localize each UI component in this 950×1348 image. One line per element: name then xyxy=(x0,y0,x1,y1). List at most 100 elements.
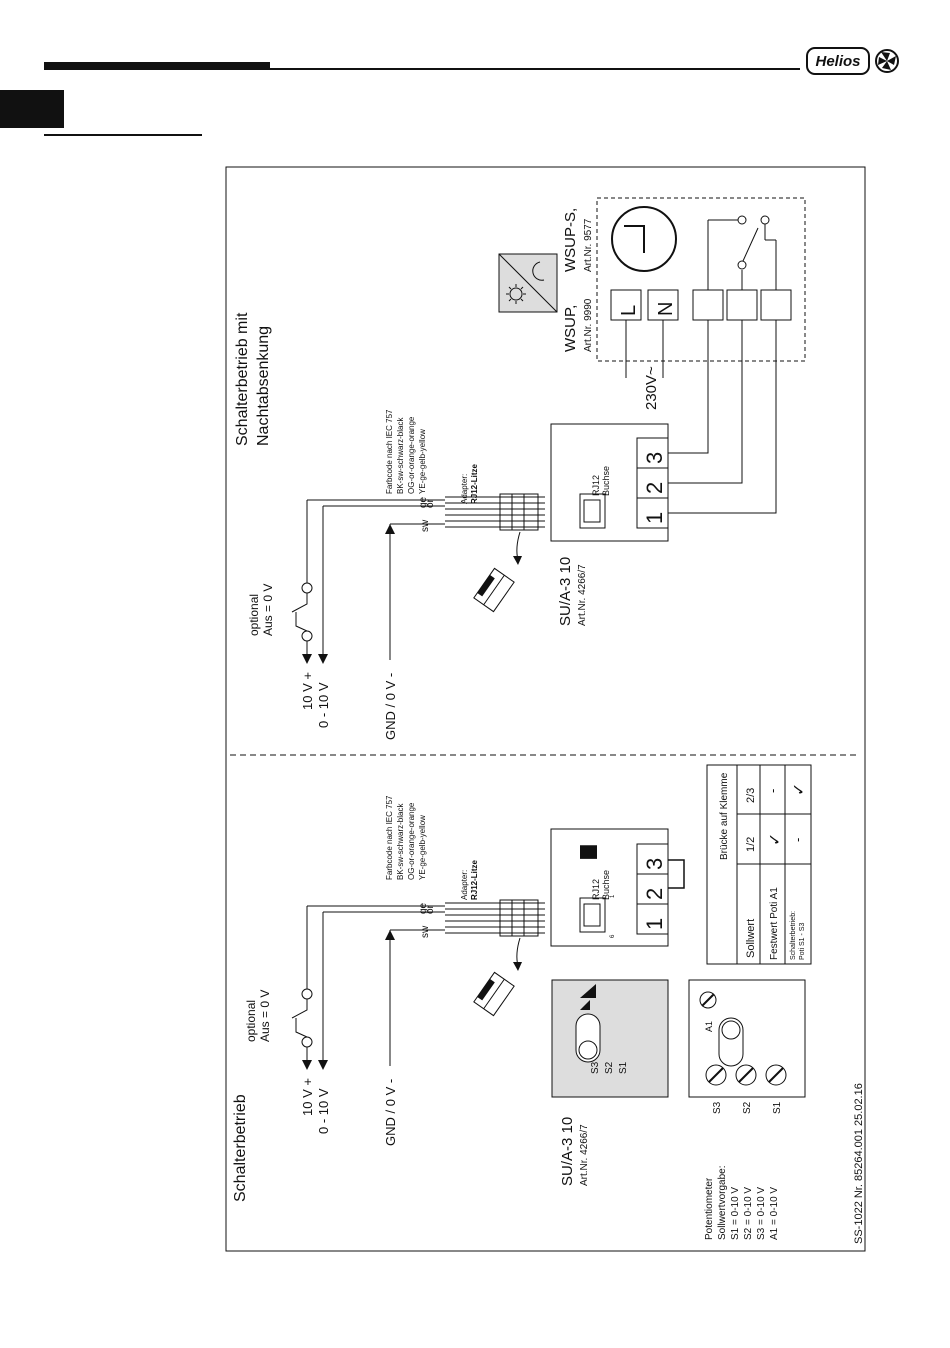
timer-art-wsup: Art.Nr. 9990 xyxy=(583,298,594,352)
helios-logo: Helios xyxy=(806,47,870,75)
table-row2-23: ✓ xyxy=(791,783,808,796)
helios-fan-icon xyxy=(875,49,899,73)
right-color-code-3: OG-or-orange-orange xyxy=(407,416,416,494)
chapter-tab-block xyxy=(0,90,64,128)
svg-text:Potentiometer: Potentiometer xyxy=(704,1177,715,1240)
left-wire-label-ge: ge xyxy=(418,902,429,914)
right-signal-label-2: 0 - 10 V xyxy=(316,682,331,728)
right-terminal-1: 1 xyxy=(642,512,667,524)
right-adapter-label-2: RJ12-Litze xyxy=(470,463,479,504)
right-terminal-3: 3 xyxy=(642,452,667,464)
right-switch-label: optional xyxy=(247,594,261,636)
left-signal-label: 10 V + xyxy=(300,1078,315,1116)
left-terminal-bridge xyxy=(668,859,685,889)
slider-label-s3: S3 xyxy=(590,1061,601,1074)
left-color-code-2: BK-sw-schwarz-black xyxy=(396,803,405,880)
right-rj12-label-2: Buchse xyxy=(601,466,611,496)
clock-icon xyxy=(611,206,677,272)
left-wire-label-or: or xyxy=(425,904,436,914)
header-thick-rule xyxy=(44,62,270,70)
terminal-L-label: L xyxy=(618,305,640,316)
svg-text:S1 = 0-10 V: S1 = 0-10 V xyxy=(730,1187,741,1240)
table-row-schalter: Schalterbetrieb: xyxy=(790,911,797,960)
three-stage-slider xyxy=(575,845,601,1063)
slider-label-s2: S2 xyxy=(604,1061,615,1074)
voltage-label: 230V~ xyxy=(643,366,660,410)
right-device-name: SU/A-3 10 xyxy=(557,557,574,626)
right-wire-label-sw: sw xyxy=(420,519,431,532)
right-panel-title-2: Nachtabsenkung xyxy=(255,326,272,446)
table-row-festwert: Festwert Poti A1 xyxy=(769,887,780,960)
timer-terminal-b xyxy=(726,289,758,321)
timer-art-wsups: Art.Nr. 9577 xyxy=(583,218,594,272)
right-rj12-label: RJ12 xyxy=(591,475,601,496)
terminal-N xyxy=(647,289,679,321)
left-device-art: Art.Nr. 4266/7 xyxy=(579,1124,590,1186)
right-color-code-2: BK-sw-schwarz-black xyxy=(396,417,405,494)
timer-internal-switch xyxy=(707,215,777,290)
left-switch-label: optional xyxy=(244,1000,258,1042)
right-wire-label-or: or xyxy=(425,498,436,508)
left-rj12-plug xyxy=(473,971,515,1017)
left-gnd-label: GND / 0 V - xyxy=(383,1079,398,1146)
pot-a1-icon xyxy=(699,991,717,1009)
svg-text:Sollwertvorgabe:: Sollwertvorgabe: xyxy=(717,1166,728,1240)
right-optional-switch xyxy=(291,582,313,642)
left-terminal-1: 1 xyxy=(642,918,667,930)
terminal-N-label: N xyxy=(655,302,677,316)
left-panel-title: Schalterbetrieb xyxy=(232,1094,249,1202)
day-night-icon xyxy=(498,253,558,313)
diagram-frame xyxy=(225,166,866,1252)
right-wire-label-ge: ge xyxy=(418,496,429,508)
left-rj12-label-2: Buchse xyxy=(601,870,611,900)
right-color-code: Farbcode nach IEC 757 xyxy=(385,409,394,494)
right-device-box xyxy=(550,423,669,542)
right-panel-title: Schalterbetrieb mit xyxy=(234,312,251,446)
timer-terminal-a xyxy=(692,289,724,321)
left-adapter-label: Adapter: xyxy=(460,870,469,900)
left-adapter-label-2: RJ12-Litze xyxy=(470,859,479,900)
left-device-name: SU/A-3 10 xyxy=(559,1117,576,1186)
right-rj12-plug xyxy=(473,567,515,613)
right-color-code-4: YE-ge-gelb-yellow xyxy=(418,429,427,494)
pot-label-a1: A1 xyxy=(704,1021,714,1032)
right-device-art: Art.Nr. 4266/7 xyxy=(577,564,588,626)
table-row1-23: - xyxy=(765,789,780,793)
left-signal-label-2: 0 - 10 V xyxy=(316,1088,331,1134)
doc-number: SS-1022 Nr. 85264.001 25.02.16 xyxy=(853,1083,865,1244)
pot-s2-icon xyxy=(735,1064,757,1086)
slider-switch-box xyxy=(551,979,669,1098)
left-color-code-4: YE-ge-gelb-yellow xyxy=(418,815,427,880)
chapter-tab-rule xyxy=(44,134,202,136)
right-timer-wires xyxy=(668,320,777,514)
right-terminal-2: 2 xyxy=(642,482,667,494)
table-row1-12: ✓ xyxy=(767,833,784,846)
mains-wires xyxy=(625,320,664,378)
timer-name-wsup: WSUP, xyxy=(562,305,579,352)
right-signal-label: 10 V + xyxy=(300,672,315,710)
right-adapter-label: Adapter: xyxy=(460,474,469,504)
left-terminal-3: 3 xyxy=(642,858,667,870)
left-color-code-3: OG-or-orange-orange xyxy=(407,802,416,880)
left-switch-label-2: Aus = 0 V xyxy=(258,990,272,1042)
pot-label-s3: S3 xyxy=(712,1101,723,1114)
table-col-sollwert: Sollwert xyxy=(745,919,757,958)
timer-name-wsups: WSUP-S, xyxy=(562,208,579,272)
left-terminal-strip xyxy=(636,843,669,935)
pot-rocker-switch xyxy=(718,1017,744,1067)
bridge-table xyxy=(706,764,812,965)
table-header: Brücke auf Klemme xyxy=(719,772,730,860)
left-rj12-pin-1: 1 xyxy=(610,894,616,898)
timer-terminal-c xyxy=(760,289,792,321)
pot-label-s2: S2 xyxy=(742,1101,753,1114)
left-wire-label-sw: sw xyxy=(420,925,431,938)
svg-text:A1 = 0-10 V: A1 = 0-10 V xyxy=(769,1187,780,1240)
pot-s3-icon xyxy=(705,1064,727,1086)
left-terminal-2: 2 xyxy=(642,888,667,900)
pot-label-s1: S1 xyxy=(772,1101,783,1114)
left-optional-switch xyxy=(291,988,313,1048)
table-row2-12: - xyxy=(790,838,805,842)
left-rj12-socket xyxy=(579,897,606,933)
left-rj12-label: RJ12 xyxy=(591,879,601,900)
